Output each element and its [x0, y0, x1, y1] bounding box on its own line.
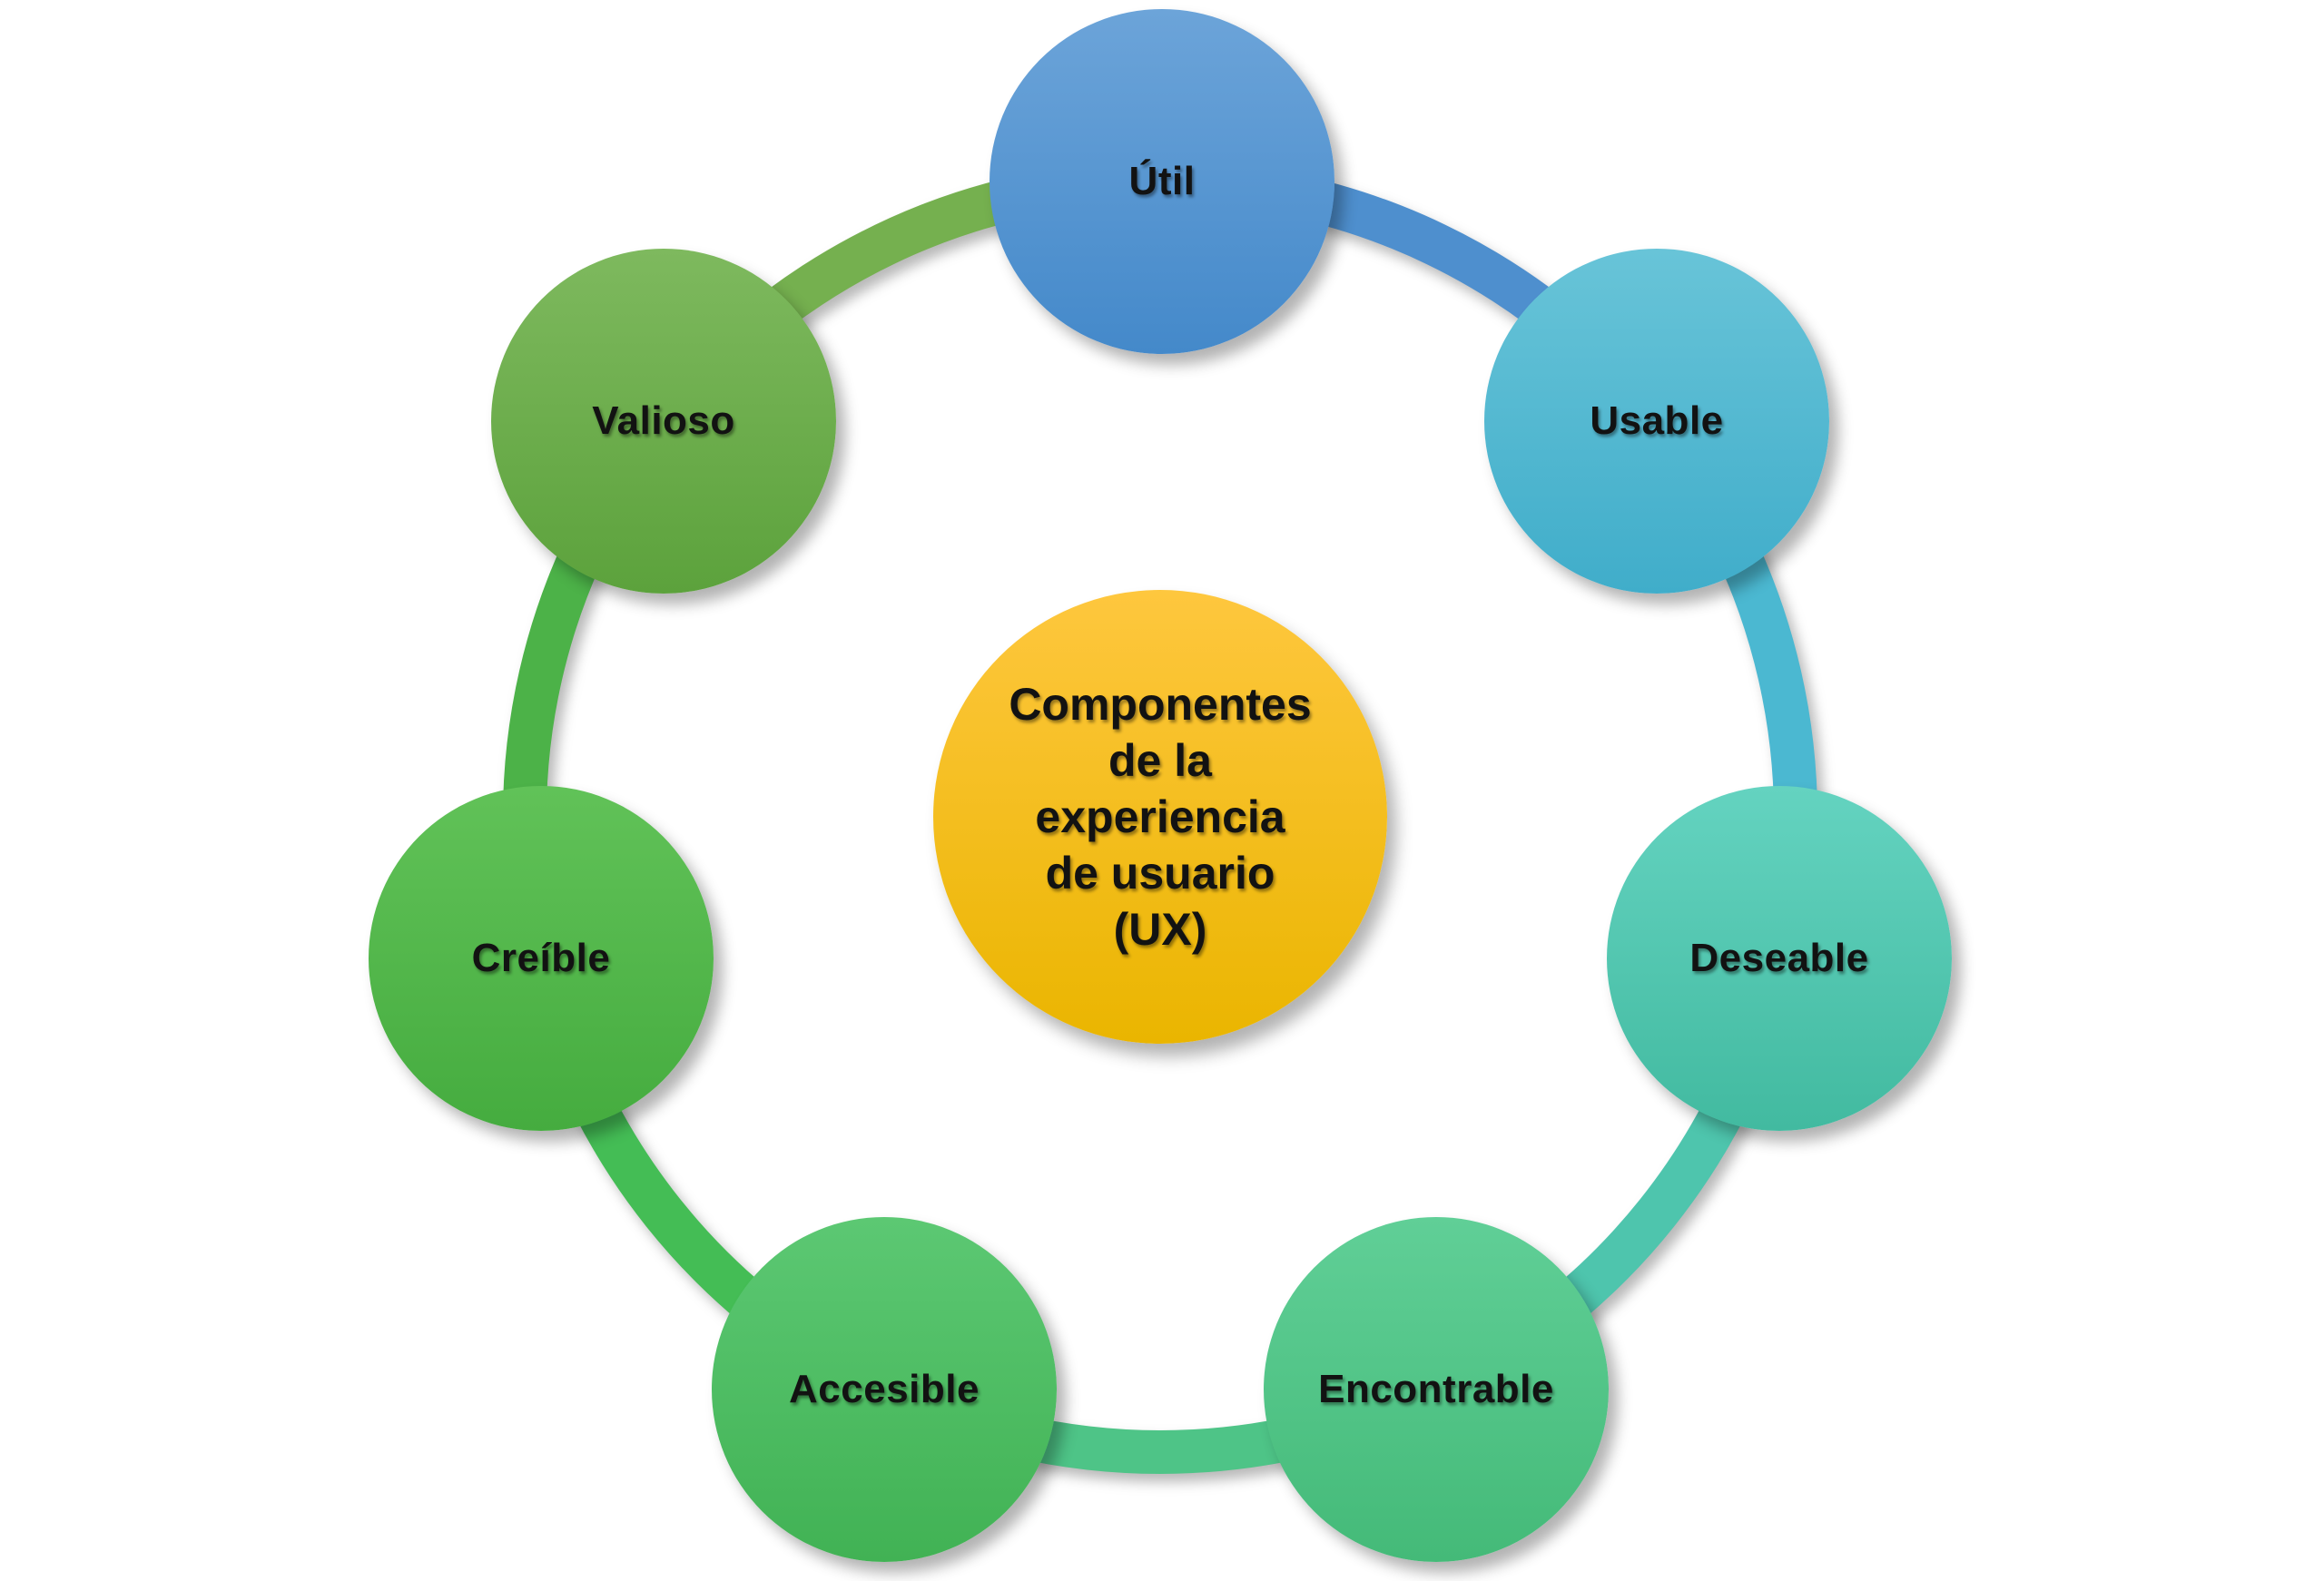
node-deseable: Deseable: [1607, 786, 1952, 1131]
node-encontrable: Encontrable: [1264, 1217, 1609, 1562]
node-deseable-label: Deseable: [1689, 936, 1869, 980]
node-accesible: Accesible: [712, 1217, 1057, 1562]
node-accesible-label: Accesible: [789, 1367, 980, 1411]
center-title-line-3: experiencia: [1035, 791, 1285, 842]
node-valioso-label: Valioso: [592, 398, 735, 443]
center-circle: Componentes de la experiencia de usuario…: [933, 590, 1387, 1044]
node-usable: Usable: [1484, 249, 1829, 594]
center-title-line-2: de la: [1108, 735, 1212, 786]
center-title: Componentes de la experiencia de usuario…: [1009, 676, 1311, 957]
node-util-label: Útil: [1128, 159, 1196, 203]
node-creible: Creíble: [369, 786, 714, 1131]
node-creible-label: Creíble: [471, 936, 611, 980]
node-valioso: Valioso: [491, 249, 836, 594]
center-title-line-4: de usuario: [1045, 848, 1275, 899]
node-util: Útil: [990, 9, 1334, 354]
center-title-line-5: (UX): [1113, 904, 1207, 955]
center-title-line-1: Componentes: [1009, 679, 1312, 730]
node-encontrable-label: Encontrable: [1318, 1367, 1554, 1411]
node-usable-label: Usable: [1590, 398, 1724, 443]
